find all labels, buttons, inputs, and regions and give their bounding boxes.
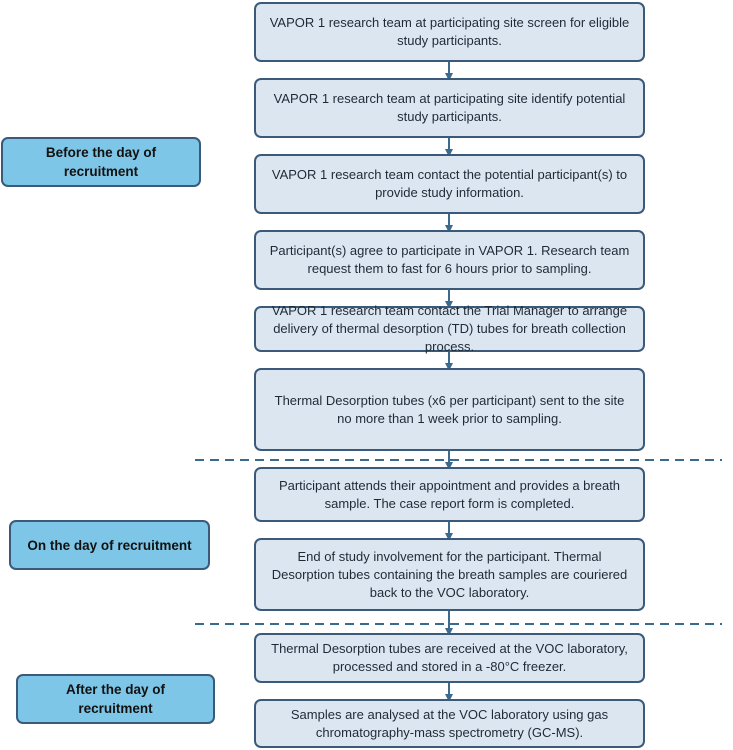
step-participant-agrees: Participant(s) agree to participate in V…: [254, 230, 645, 290]
phase-on-recruitment: On the day of recruitment: [9, 520, 210, 570]
step-attend-appointment: Participant attends their appointment an…: [254, 467, 645, 522]
step-identify-participants: VAPOR 1 research team at participating s…: [254, 78, 645, 138]
step-samples-analysed: Samples are analysed at the VOC laborato…: [254, 699, 645, 748]
step-end-involvement: End of study involvement for the partici…: [254, 538, 645, 611]
step-tubes-sent: Thermal Desorption tubes (x6 per partici…: [254, 368, 645, 451]
phase-before-recruitment: Before the day of recruitment: [1, 137, 201, 187]
step-contact-trial-manager: VAPOR 1 research team contact the Trial …: [254, 303, 645, 354]
step-screen-participants: VAPOR 1 research team at participating s…: [254, 2, 645, 62]
step-tubes-received: Thermal Desorption tubes are received at…: [254, 633, 645, 683]
phase-after-recruitment: After the day of recruitment: [16, 674, 215, 724]
step-contact-participants: VAPOR 1 research team contact the potent…: [254, 154, 645, 214]
